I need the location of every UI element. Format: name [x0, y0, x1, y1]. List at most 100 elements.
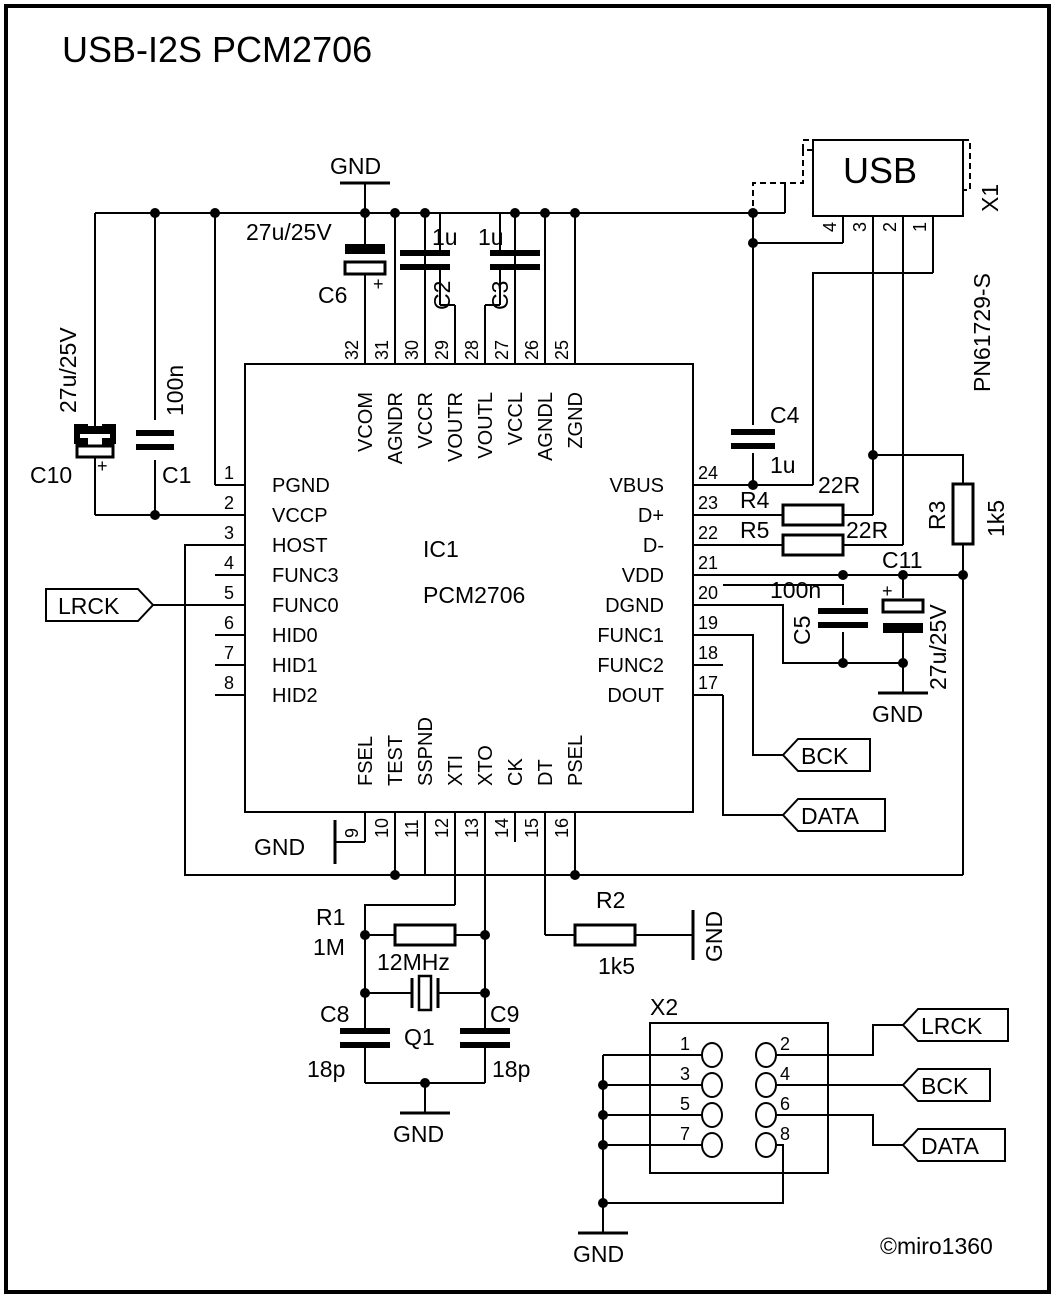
c10-value: 27u/25V [55, 327, 81, 413]
data-flag-header [901, 1128, 1006, 1162]
svg-text:VOUTR: VOUTR [445, 392, 467, 462]
lrck-flag-header-text: LRCK [921, 1013, 983, 1039]
svg-text:PGND: PGND [272, 475, 330, 497]
resistor-r5 [781, 533, 845, 557]
c5-value: 100n [770, 577, 821, 603]
c1-ref: C1 [162, 462, 191, 488]
svg-text:25: 25 [552, 340, 572, 360]
top-gnd-label: GND [330, 153, 381, 179]
c6-plus-sign: + [373, 274, 384, 294]
svg-text:FUNC1: FUNC1 [597, 625, 664, 647]
c1-value: 100n [162, 365, 188, 416]
svg-text:27: 27 [492, 340, 512, 360]
ic-right-pin-numbers: 24 23 22 21 20 19 18 17 [698, 463, 718, 693]
capacitor-c1 [136, 420, 174, 460]
svg-text:19: 19 [698, 613, 718, 633]
c10-plus-sign: + [97, 456, 108, 476]
svg-text:4: 4 [780, 1064, 790, 1084]
bck-flag-right-text: BCK [801, 743, 849, 769]
svg-text:XTI: XTI [445, 755, 467, 786]
usb-part-number: PN61729-S [969, 273, 995, 392]
svg-text:FUNC0: FUNC0 [272, 595, 339, 617]
svg-text:4: 4 [820, 222, 840, 232]
junction-dots [150, 208, 968, 1208]
ic-body [244, 363, 694, 813]
resistor-r4 [781, 503, 845, 527]
svg-text:VDD: VDD [622, 565, 664, 587]
capacitor-c11 [881, 598, 925, 633]
svg-text:22: 22 [698, 523, 718, 543]
lrck-flag-left-text: LRCK [58, 593, 120, 619]
capacitor-c8 [340, 1028, 390, 1048]
capacitor-c9 [460, 1028, 510, 1048]
svg-text:AGNDR: AGNDR [385, 392, 407, 464]
capacitor-c4 [731, 425, 775, 453]
svg-text:PSEL: PSEL [565, 735, 587, 786]
svg-text:1: 1 [224, 463, 234, 483]
r5-value: 22R [846, 517, 888, 543]
usb-connector-x1 [752, 139, 971, 455]
bck-flag-header [901, 1068, 991, 1102]
svg-text:HID1: HID1 [272, 655, 318, 677]
svg-text:VCCP: VCCP [272, 505, 328, 527]
c5-ref: C5 [789, 616, 815, 645]
fsel-gnd [333, 820, 426, 875]
svg-text:HID2: HID2 [272, 685, 318, 707]
svg-text:HID0: HID0 [272, 625, 318, 647]
ic-top-pin-numbers: 32 31 30 29 28 27 26 25 [342, 340, 572, 360]
svg-text:7: 7 [680, 1124, 690, 1144]
svg-text:D+: D+ [638, 505, 664, 527]
lrck-flag-header [901, 1008, 1009, 1042]
crystal-q1 [410, 974, 440, 1012]
resistor-r3 [951, 482, 975, 546]
svg-text:32: 32 [342, 340, 362, 360]
c11-value: 27u/25V [925, 604, 951, 690]
svg-text:AGNDL: AGNDL [535, 392, 557, 461]
svg-text:26: 26 [522, 340, 542, 360]
ic-bottom-pin-numbers: 9 10 11 12 13 14 15 16 [342, 818, 572, 838]
svg-text:7: 7 [224, 643, 234, 663]
svg-text:3: 3 [224, 523, 234, 543]
svg-text:3: 3 [850, 222, 870, 232]
svg-text:1: 1 [910, 222, 930, 232]
ic-ref: IC1 [423, 536, 459, 562]
resistor-r1 [393, 923, 457, 947]
copyright-credit: ©miro1360 [880, 1233, 993, 1259]
bck-flag-header-text: BCK [921, 1073, 969, 1099]
ic-top-pin-names: VCOM AGNDR VCCR VOUTR VOUTL VCCL AGNDL Z… [355, 392, 587, 464]
c11-plus-sign: + [882, 581, 893, 601]
svg-text:TEST: TEST [385, 735, 407, 786]
c6-value: 27u/25V [246, 219, 332, 245]
c10-plate [77, 426, 113, 434]
svg-text:15: 15 [522, 818, 542, 838]
c3-value: 1u [478, 224, 504, 250]
svg-text:11: 11 [402, 819, 422, 838]
svg-text:DT: DT [535, 759, 557, 786]
ic-bottom-pins [364, 812, 576, 935]
capacitor-c2 [400, 213, 456, 334]
svg-text:14: 14 [492, 818, 512, 838]
ic-right-pin-names: VBUS D+ D- VDD DGND FUNC1 FUNC2 DOUT [597, 475, 664, 707]
svg-text:4: 4 [224, 553, 234, 573]
r2-value: 1k5 [598, 953, 635, 979]
svg-text:28: 28 [462, 340, 482, 360]
fsel-gnd-label: GND [254, 834, 305, 860]
svg-text:SSPND: SSPND [415, 717, 437, 786]
svg-text:XTO: XTO [475, 745, 497, 786]
svg-text:DGND: DGND [605, 595, 664, 617]
bck-flag-right [781, 738, 871, 772]
ic-part: PCM2706 [423, 582, 525, 608]
r2-ref: R2 [596, 887, 625, 913]
svg-text:8: 8 [224, 673, 234, 693]
c9-ref: C9 [490, 1001, 519, 1027]
header-x2-pin-numbers: 1 3 5 7 2 4 6 8 [680, 1034, 790, 1144]
svg-text:VOUTL: VOUTL [475, 392, 497, 459]
svg-text:12: 12 [432, 818, 452, 838]
r2-gnd-label: GND [701, 911, 727, 962]
svg-text:2: 2 [780, 1034, 790, 1054]
svg-text:2: 2 [224, 493, 234, 513]
c2-ref: C2 [429, 281, 455, 310]
svg-text:FUNC2: FUNC2 [597, 655, 664, 677]
capacitor-c3 [484, 213, 540, 334]
header-x2-ref: X2 [650, 994, 678, 1020]
